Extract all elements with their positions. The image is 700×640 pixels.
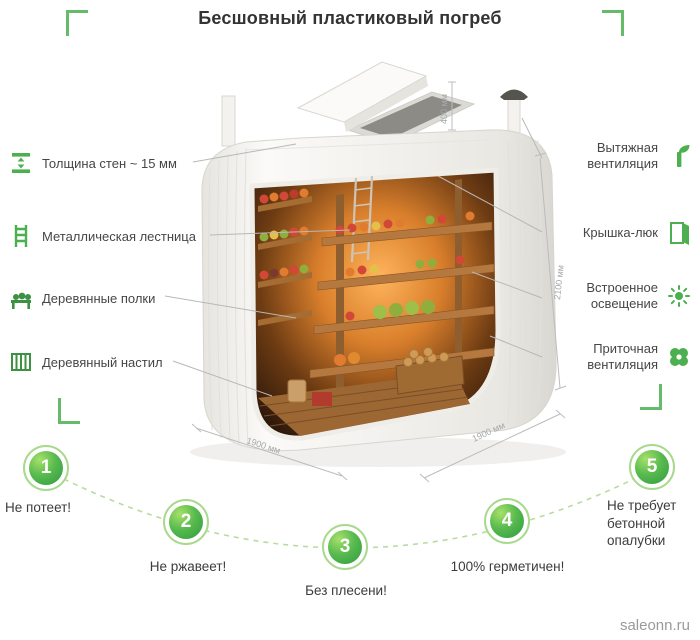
corner-bracket-mid-left (58, 398, 80, 424)
exhaust-pipe (221, 95, 236, 147)
benefit-3-badge: 3 (322, 524, 368, 570)
produce-shelves (334, 211, 475, 366)
hatch-icon (666, 220, 692, 246)
supply-vent-icon (666, 344, 692, 370)
benefit-3-number: 3 (328, 530, 362, 564)
benefit-1-label: Не потеет! (5, 500, 72, 515)
page-title: Бесшовный пластиковый погреб (198, 8, 502, 28)
feature-label: Встроенное освещение (586, 280, 658, 312)
benefit-5-label: Не требует бетонной опалубки (607, 498, 677, 549)
benefit-1-number: 1 (29, 451, 63, 485)
feature-label: Толщина стен ~ 15 мм (42, 155, 177, 171)
benefit-3-label: Без плесени! (305, 583, 387, 598)
feature-wooden-shelves: Деревянные полки (8, 285, 155, 311)
produce-left (259, 188, 309, 280)
benefit-2-badge: 2 (163, 499, 209, 545)
side-shelves (258, 196, 312, 326)
feature-label: Деревянный настил (42, 354, 163, 370)
crates (287, 347, 465, 406)
wall-thickness-icon (8, 150, 34, 176)
exhaust-vent-icon (666, 143, 692, 169)
feature-label: Крышка-люк (582, 224, 658, 240)
feature-supply-ventilation: Приточная вентиляция (546, 341, 692, 374)
benefit-2-number: 2 (169, 505, 203, 539)
feature-label: Вытяжная вентиляция (587, 140, 658, 172)
watermark: saleonn.ru (619, 617, 690, 634)
corner-bracket-mid-right (640, 384, 662, 410)
feature-metal-ladder: Металлическая лестница (8, 223, 196, 249)
benefit-4-number: 4 (490, 504, 524, 538)
feature-wall-thickness: Толщина стен ~ 15 мм (8, 150, 177, 176)
corner-bracket-top-right (602, 10, 624, 36)
feature-exhaust-ventilation: Вытяжная вентиляция (546, 140, 692, 173)
dimension-lid: 400 мм (439, 94, 449, 124)
ladder-icon (8, 223, 34, 249)
corner-bracket-top-left (66, 10, 88, 36)
benefit-5-badge: 5 (629, 444, 675, 490)
lighting-icon (666, 283, 692, 309)
decking-icon (8, 349, 34, 375)
feature-hatch-cover: Крышка-люк (546, 220, 692, 246)
feature-label: Приточная вентиляция (587, 341, 658, 373)
feature-label: Металлическая лестница (42, 228, 196, 244)
feature-label: Деревянные полки (42, 290, 156, 306)
feature-wooden-decking: Деревянный настил (8, 349, 163, 375)
cellar-interior (249, 167, 501, 441)
shelves-icon (8, 285, 34, 311)
benefit-4-label: 100% герметичен! (450, 559, 565, 574)
dimension-height: 2100 мм (552, 264, 566, 300)
benefit-1-badge: 1 (23, 445, 69, 491)
feature-builtin-lighting: Встроенное освещение (546, 280, 692, 313)
benefit-4-badge: 4 (484, 498, 530, 544)
benefit-2-label: Не ржавеет! (149, 559, 227, 574)
benefit-5-number: 5 (635, 450, 669, 484)
leader-lines (164, 117, 543, 397)
